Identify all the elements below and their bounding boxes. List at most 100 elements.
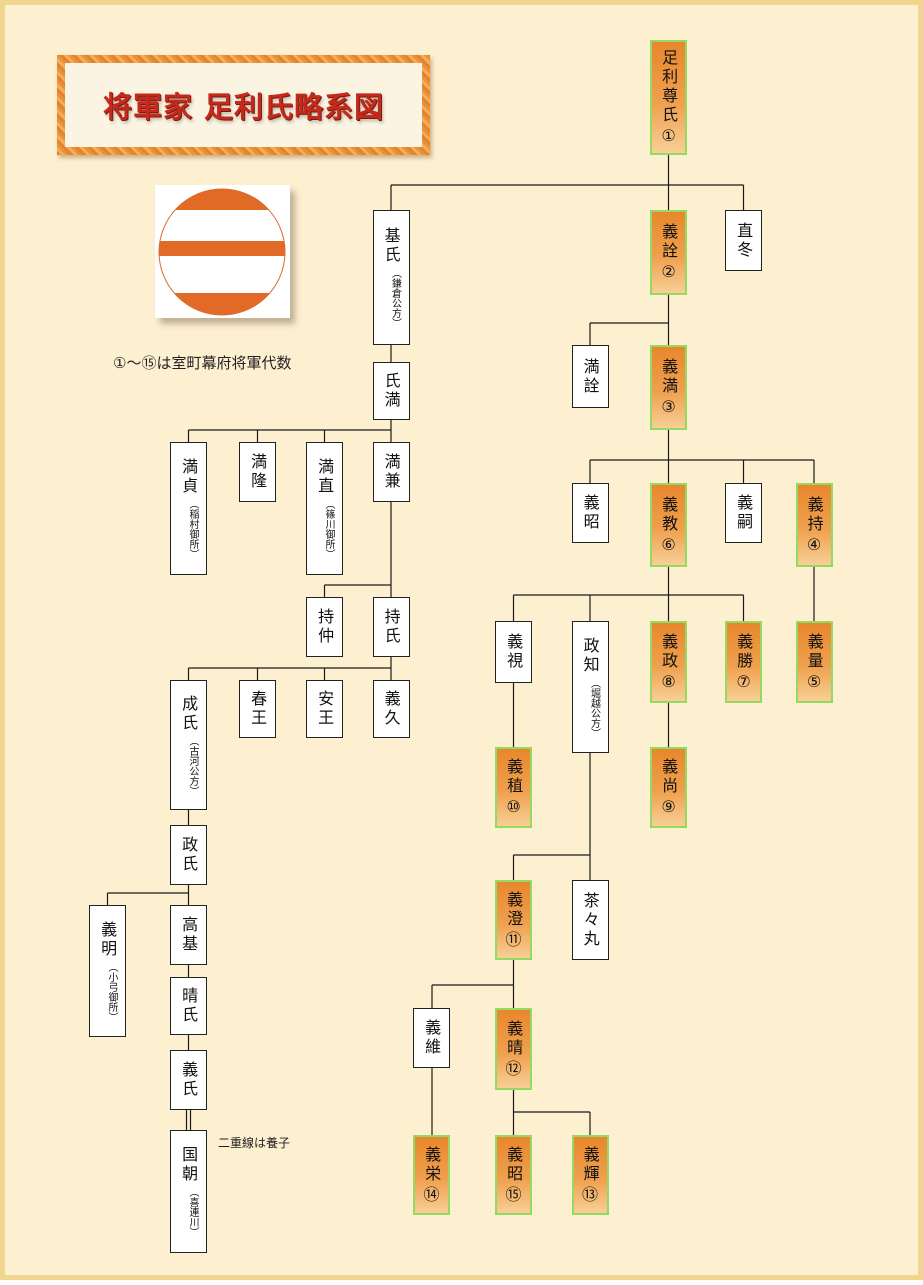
person-title-note: （篠川御所） bbox=[323, 499, 334, 559]
person-name: 義量 bbox=[804, 632, 824, 671]
person-node-mitsunao: 満直（篠川御所） bbox=[306, 442, 343, 575]
person-node-shigeuji: 成氏 （古河公方） bbox=[170, 680, 207, 810]
person-name: 安王 bbox=[315, 690, 335, 728]
person-name: 義澄 bbox=[504, 890, 524, 929]
person-node-yoshitsuna: 義維 bbox=[413, 1008, 450, 1068]
shogun-number: ⑥ bbox=[661, 534, 676, 554]
person-name: 持氏 bbox=[381, 608, 401, 646]
person-name: 義尚 bbox=[659, 758, 679, 797]
person-name: 満詮 bbox=[580, 357, 600, 396]
shogun-number: ⑦ bbox=[736, 671, 751, 691]
adoption-double-line bbox=[185, 1110, 192, 1130]
person-name: 義久 bbox=[381, 690, 401, 728]
person-name: 義勝 bbox=[734, 632, 754, 671]
person-name: 政知 bbox=[580, 636, 600, 675]
shogun-number: ⑮ bbox=[505, 1184, 522, 1204]
shogun-number: ① bbox=[661, 126, 676, 146]
connector-line bbox=[512, 567, 745, 621]
person-name: 足利尊氏 bbox=[659, 49, 679, 126]
shogun-number: ④ bbox=[806, 534, 822, 554]
person-node-yoshiaki-oyumi: 義明 （小弓御所） bbox=[89, 905, 126, 1037]
adoption-note: 二重線は養子 bbox=[218, 1136, 291, 1150]
person-node-yoshiuji: 義氏 bbox=[170, 1050, 207, 1110]
person-node-chachamaru: 茶々丸 bbox=[571, 880, 609, 960]
page-title: 将軍家 足利氏略系図 bbox=[102, 90, 385, 124]
person-node-mitsukane: 満兼 bbox=[372, 442, 410, 502]
person-node-ujimitsu: 氏満 bbox=[372, 362, 410, 420]
shogun-number: ⑤ bbox=[806, 671, 822, 691]
shogun-number: ⑩ bbox=[506, 797, 521, 817]
person-name: 満兼 bbox=[381, 453, 401, 491]
person-title-note: （古河公方） bbox=[187, 735, 198, 796]
person-node-kunitomo: 国朝 （喜連川） bbox=[170, 1130, 207, 1253]
shogun-number: ③ bbox=[661, 397, 676, 417]
connector-line bbox=[512, 753, 591, 880]
person-name: 義教 bbox=[659, 495, 679, 534]
person-title-note: （鎌倉公方） bbox=[389, 268, 401, 328]
shogun-number: ⑫ bbox=[505, 1058, 522, 1078]
family-crest-icon bbox=[158, 188, 286, 316]
person-name: 義氏 bbox=[179, 1061, 199, 1099]
person-name: 持仲 bbox=[315, 608, 335, 646]
person-node-yoshitsugu: 義嗣 bbox=[725, 483, 762, 543]
person-node-haruuji: 晴氏 bbox=[170, 977, 207, 1035]
person-title-note: （堀越公方） bbox=[588, 677, 600, 738]
person-node-mochinaka: 持仲 bbox=[306, 597, 343, 657]
person-node-tadafuyu: 直冬 bbox=[725, 210, 762, 271]
person-name: 義嗣 bbox=[734, 494, 754, 532]
person-node-takamoto: 高基 bbox=[170, 905, 207, 965]
person-node-mitsuakira: 満詮 bbox=[571, 345, 609, 408]
person-node-yasuo: 安王 bbox=[306, 680, 343, 738]
connector-line bbox=[431, 960, 515, 1008]
person-name: 義輝 bbox=[580, 1145, 600, 1184]
person-name: 満隆 bbox=[248, 453, 268, 491]
person-name: 義昭 bbox=[580, 494, 600, 532]
person-name: 国朝 bbox=[179, 1146, 199, 1184]
shogun-number: ⑬ bbox=[581, 1184, 598, 1204]
connector-line bbox=[106, 885, 190, 905]
person-node-mitsutaka: 満隆 bbox=[239, 442, 276, 502]
person-title-note: （稲村御所） bbox=[187, 499, 198, 559]
person-node-haruo: 春王 bbox=[239, 680, 276, 738]
person-name: 義明 bbox=[98, 920, 118, 959]
person-name: 直冬 bbox=[734, 221, 754, 260]
person-node-yoshimi: 義視 bbox=[495, 621, 532, 683]
person-name: 成氏 bbox=[179, 694, 199, 733]
shogun-number: ⑧ bbox=[661, 671, 676, 691]
connector-line bbox=[187, 420, 392, 442]
connector-line bbox=[589, 430, 815, 483]
person-title-note: （小弓御所） bbox=[106, 961, 117, 1022]
title-panel: 将軍家 足利氏略系図 bbox=[65, 63, 422, 147]
person-name: 義維 bbox=[422, 1019, 442, 1057]
person-name: 春王 bbox=[248, 690, 268, 728]
shogun-number: ⑪ bbox=[505, 929, 522, 949]
tree-lines bbox=[106, 155, 815, 1135]
person-node-masauji: 政氏 bbox=[170, 825, 207, 885]
person-name: 晴氏 bbox=[179, 987, 199, 1025]
title-frame: 将軍家 足利氏略系図 bbox=[57, 55, 430, 155]
person-name: 義視 bbox=[504, 633, 524, 671]
shogun-number: ⑨ bbox=[661, 797, 676, 817]
person-node-motouji: 基氏（鎌倉公方） bbox=[372, 210, 410, 345]
person-name: 満貞 bbox=[179, 458, 199, 496]
person-title-note: （喜連川） bbox=[187, 1187, 198, 1237]
legend-note: ①〜⑮は室町幕府将軍代数 bbox=[113, 354, 292, 372]
person-name: 義栄 bbox=[422, 1145, 442, 1184]
person-name: 義満 bbox=[659, 358, 679, 397]
person-name: 政氏 bbox=[179, 836, 199, 874]
